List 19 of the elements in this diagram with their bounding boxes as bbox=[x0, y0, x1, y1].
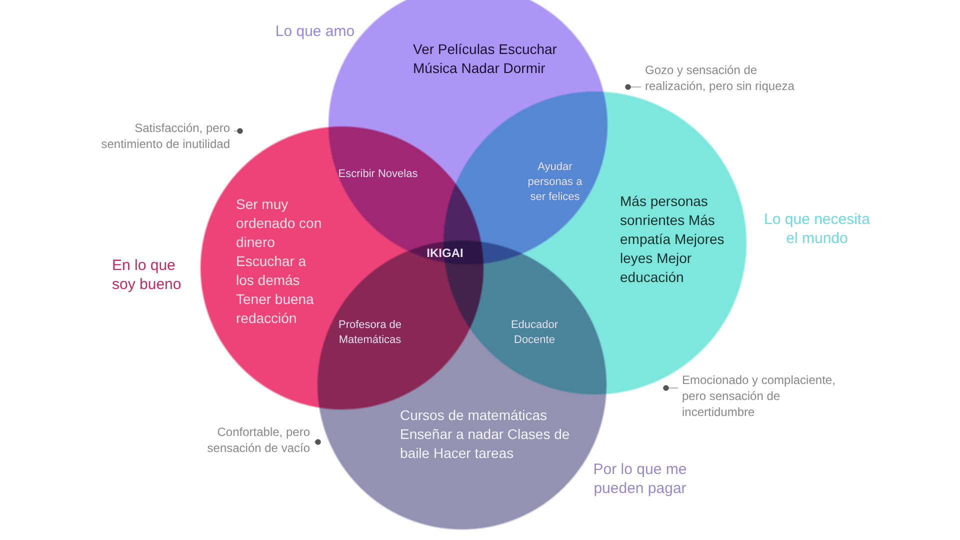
leader-line bbox=[314, 439, 321, 445]
leader-line bbox=[234, 128, 243, 134]
circle-heading: Lo que amo bbox=[274, 22, 356, 41]
annotation-text: Gozo y sensación de realización, pero sin riqueza bbox=[645, 62, 800, 94]
region-label: IKIGAI bbox=[410, 246, 480, 261]
circle-heading: En lo que soy bueno bbox=[112, 256, 182, 294]
annotation-text: Emocionado y complaciente, pero sensación de incertidumbre bbox=[682, 372, 852, 420]
leader-line bbox=[625, 84, 641, 90]
annotation-text: Satisfacción, pero sentimiento de inutilidad bbox=[70, 120, 230, 152]
leader-line bbox=[663, 385, 678, 391]
circle-list: Cursos de matemáticas Enseñar a nadar Clases de baile Hacer tareas bbox=[400, 406, 570, 463]
region-label: Ayudar personas a ser felices bbox=[520, 160, 590, 205]
region-label: Educador Docente bbox=[492, 318, 577, 348]
circle-heading: Por lo que me pueden pagar bbox=[592, 460, 688, 498]
circle-list: Más personas sonrientes Más empatía Mejores leyes Mejor educación bbox=[620, 192, 745, 287]
region-label: Escribir Novelas bbox=[338, 167, 418, 182]
circle-heading: Lo que necesita el mundo bbox=[763, 210, 871, 248]
circle-list: Ver Películas Escuchar Música Nadar Dormir bbox=[413, 40, 563, 78]
annotation-text: Confortable, pero sensación de vacío bbox=[170, 424, 310, 456]
